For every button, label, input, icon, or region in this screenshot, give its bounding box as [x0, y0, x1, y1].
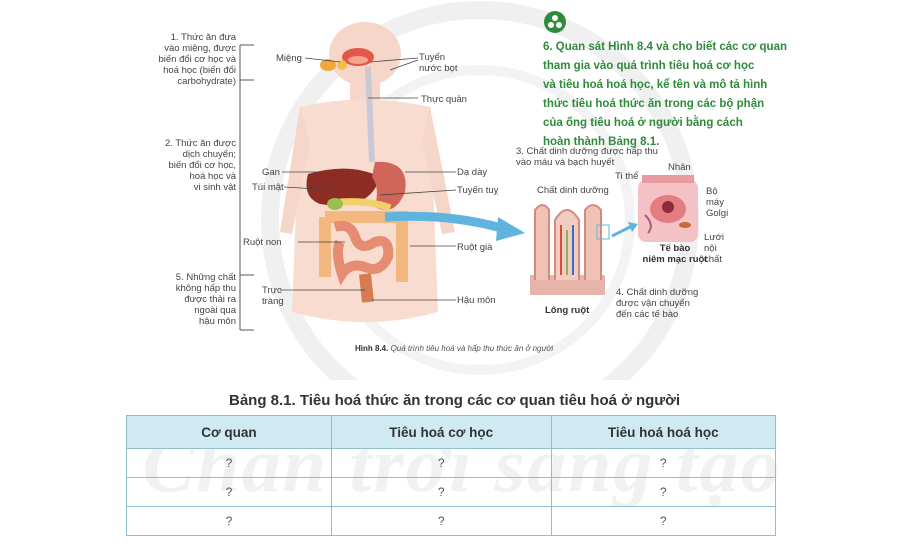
label-long-ruot: Lông ruột — [545, 305, 590, 316]
label-nhan: Nhân — [668, 162, 691, 173]
header-co-quan: Cơ quan — [126, 415, 332, 449]
question-icon — [544, 11, 566, 33]
question-6: 6. Quan sát Hình 8.4 và cho biết các cơ … — [543, 41, 787, 148]
table-row: ? ? ? — [126, 506, 776, 536]
table-cell: ? — [126, 506, 332, 536]
label-mieng: Miệng — [276, 53, 302, 64]
label-ti-the: Ti thể — [615, 171, 639, 182]
table-cell: ? — [550, 477, 776, 507]
label-gan: Gan — [262, 167, 280, 178]
table-cell: ? — [330, 477, 552, 507]
label-tui-mat: Túi mật — [252, 182, 284, 193]
label-hau-mon: Hậu môn — [457, 295, 496, 306]
leader-lines — [280, 57, 457, 301]
figure-caption: Hình 8.4. Quá trình tiêu hoá và hấp thu … — [355, 344, 554, 353]
arrow-to-villi — [384, 211, 525, 241]
header-tieu-hoa-hoa-hoc: Tiêu hoá hoá học — [550, 415, 776, 449]
table-cell: ? — [550, 506, 776, 536]
label-ruot-gia: Ruột già — [457, 242, 493, 253]
table-cell: ? — [330, 448, 552, 478]
label-da-day: Dạ dày — [457, 167, 488, 178]
table-cell: ? — [550, 448, 776, 478]
food-icon — [320, 59, 347, 71]
table-header-row: Cơ quan Tiêu hoá cơ học Tiêu hoá hoá học — [126, 415, 776, 449]
table-row: ? ? ? — [126, 448, 776, 478]
table-cell: ? — [126, 448, 332, 478]
table-cell: ? — [126, 477, 332, 507]
body-illustration — [280, 22, 455, 322]
label-thuc-quan: Thực quản — [421, 94, 467, 105]
table-title: Bảng 8.1. Tiêu hoá thức ăn trong các cơ … — [229, 392, 680, 409]
header-tieu-hoa-co-hoc: Tiêu hoá cơ học — [330, 415, 552, 449]
table-row: ? ? ? — [126, 477, 776, 507]
table-cell: ? — [330, 506, 552, 536]
table-8-1: Cơ quan Tiêu hoá cơ học Tiêu hoá hoá học… — [126, 415, 776, 536]
label-tuyen-tuy: Tuyến tuỵ — [457, 185, 499, 196]
label-chat-dinh-duong: Chất dinh dưỡng — [537, 185, 609, 196]
villi-illustration — [530, 204, 610, 295]
note-bracket — [239, 44, 254, 331]
arrow-to-cell — [611, 222, 638, 238]
cell-illustration — [638, 175, 698, 242]
label-ruot-non: Ruột non — [243, 237, 282, 248]
